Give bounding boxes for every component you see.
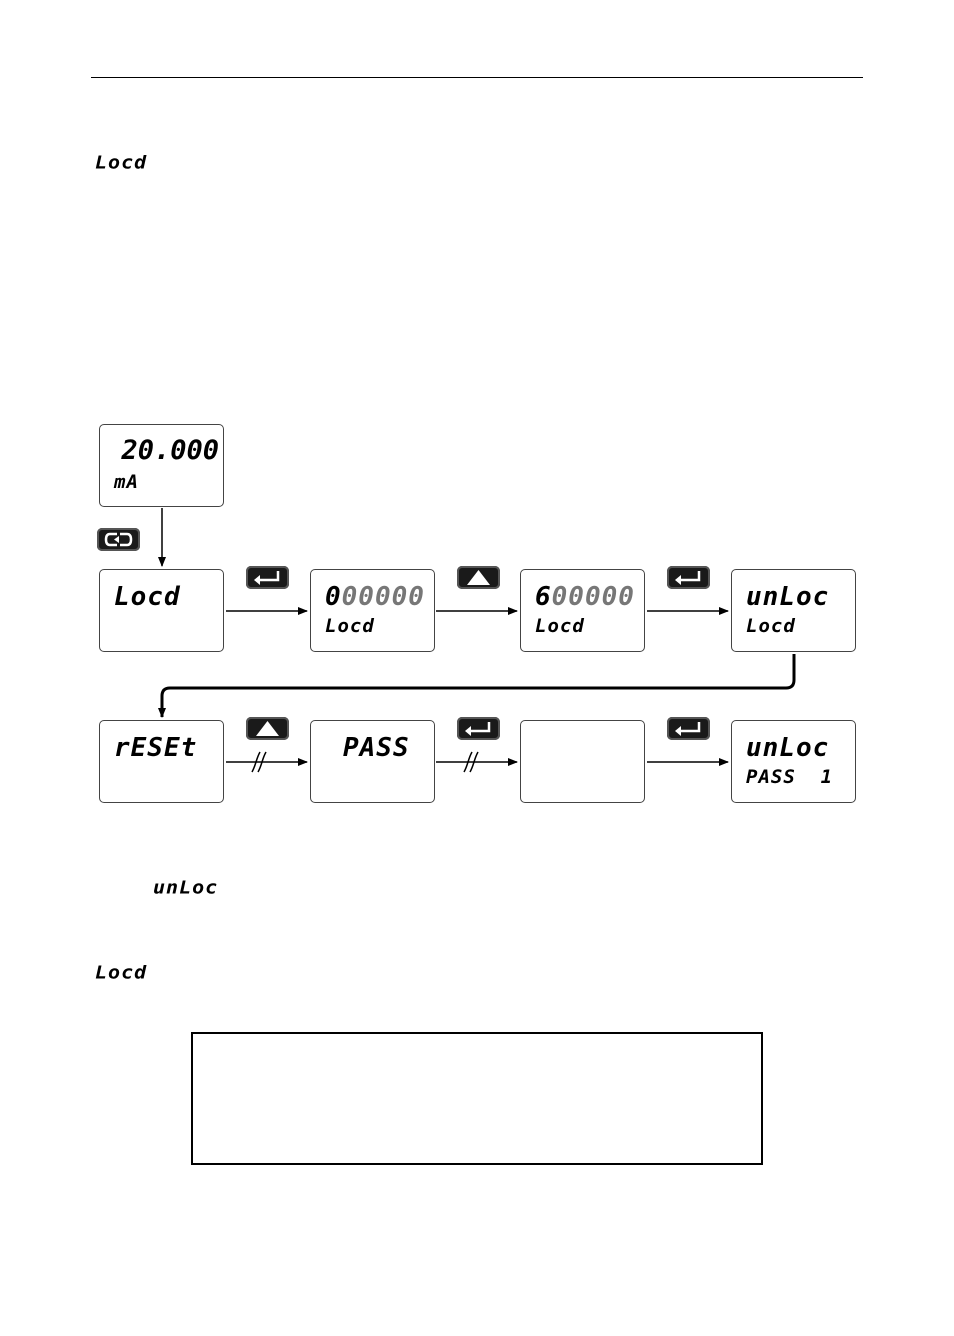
display-code-0-top: 000000 (325, 584, 425, 610)
display-code-0-bottom: Locd (325, 615, 375, 637)
enter-button[interactable] (667, 566, 710, 589)
display-unloc-2-bottom: PASS 1 (746, 766, 834, 788)
display-code-6-bottom: Locd (535, 615, 585, 637)
display-locd-top: Locd (114, 582, 181, 612)
display-code-6-top: 600000 (535, 584, 635, 610)
enter-icon (675, 722, 701, 736)
enter-icon (465, 722, 491, 736)
inline-code-locd-2: Locd (95, 961, 148, 983)
display-locd: Locd (99, 569, 224, 652)
enter-button[interactable] (246, 566, 289, 589)
display-unloc-1-top: unLoc (746, 582, 830, 612)
up-arrow-icon (467, 570, 490, 585)
display-start-value: 20.000 (121, 435, 219, 466)
display-code-6-digit-active: 6 (535, 582, 552, 612)
enter-icon (675, 571, 701, 585)
display-unloc-1-bottom: Locd (746, 615, 796, 637)
display-start: 20.000 mA (99, 424, 224, 507)
enter-button[interactable] (457, 717, 500, 740)
display-pass: PASS (310, 720, 435, 803)
menu-button[interactable] (97, 528, 140, 551)
display-code-0-digit-active: 0 (325, 582, 342, 612)
display-pass-top: PASS (343, 733, 410, 763)
display-unloc-2: unLoc PASS 1 (731, 720, 856, 803)
display-code-0-digits: 00000 (341, 582, 425, 612)
note-box (191, 1032, 763, 1165)
display-code-6: 600000 Locd (520, 569, 645, 652)
header-rule (91, 77, 863, 78)
display-reset-top: rESEt (114, 733, 198, 763)
up-button[interactable] (457, 566, 500, 589)
display-code-6-digits: 00000 (551, 582, 635, 612)
menu-icon (104, 532, 133, 547)
display-code-0: 000000 Locd (310, 569, 435, 652)
display-blank (520, 720, 645, 803)
display-unloc-2-top: unLoc (746, 733, 830, 763)
enter-button[interactable] (667, 717, 710, 740)
enter-icon (254, 571, 280, 585)
inline-code-unloc: unLoc (153, 876, 219, 898)
display-reset: rESEt (99, 720, 224, 803)
inline-code-locd-1: Locd (95, 151, 148, 173)
up-button[interactable] (246, 717, 289, 740)
display-unloc-1: unLoc Locd (731, 569, 856, 652)
display-start-unit: mA (114, 471, 139, 493)
up-arrow-icon (256, 721, 279, 736)
